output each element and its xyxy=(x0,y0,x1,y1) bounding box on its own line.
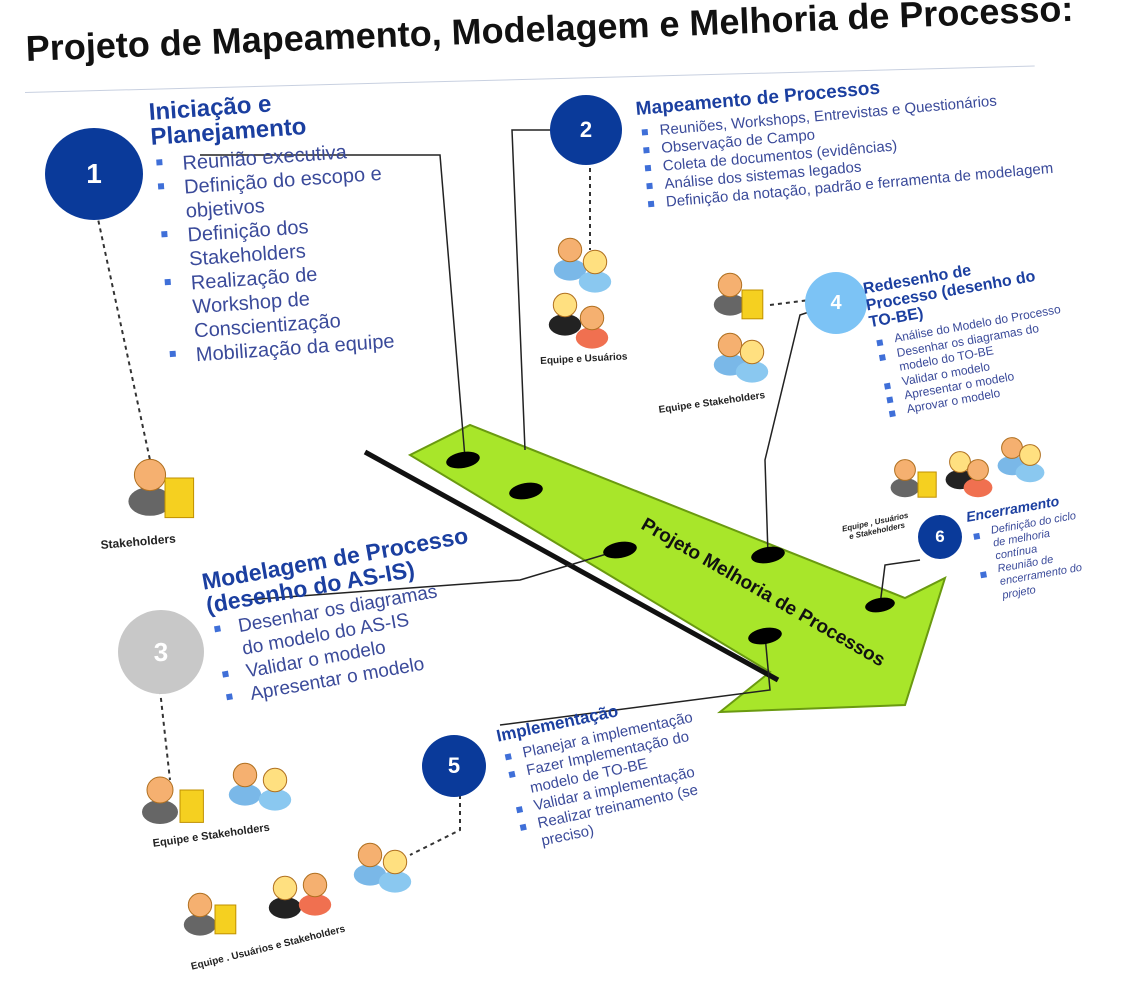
connector-2 xyxy=(511,129,555,451)
arrow-shadow-line xyxy=(363,449,780,683)
milestone-dot xyxy=(603,541,637,559)
team-member-icon xyxy=(553,237,587,281)
step-6-badge: 6 xyxy=(918,515,962,559)
connector-6 xyxy=(879,559,921,606)
step-5-badge: 5 xyxy=(422,735,486,797)
user-icon xyxy=(298,872,332,916)
dashed-link-3 xyxy=(159,689,171,781)
user-icon xyxy=(268,875,302,919)
team-member-icon xyxy=(228,762,262,806)
user-icon xyxy=(575,305,609,349)
milestone-dot xyxy=(865,597,895,613)
folder-icon xyxy=(917,471,937,498)
dashed-link-1 xyxy=(94,204,151,461)
stakeholder-icon xyxy=(890,459,920,498)
team-member-icon xyxy=(735,339,769,383)
folder-icon xyxy=(741,289,764,320)
team-member-icon xyxy=(258,767,292,811)
dashed-link-5 xyxy=(409,795,461,856)
team-member-icon xyxy=(353,842,387,886)
step-4-badge: 4 xyxy=(805,272,867,334)
stakeholder-icon xyxy=(183,892,217,936)
dashed-link-4 xyxy=(769,299,811,306)
milestone-dot xyxy=(748,627,782,645)
step-3-badge: 3 xyxy=(118,610,204,694)
user-icon xyxy=(963,459,993,498)
team-member-icon xyxy=(1015,444,1045,483)
connector-3 xyxy=(244,549,621,601)
folder-icon xyxy=(214,904,237,935)
team-member-icon xyxy=(713,332,747,376)
team-member-icon xyxy=(378,849,412,893)
step-6-block: Encerramento Definição do ciclo de melho… xyxy=(965,489,1100,606)
milestone-dot xyxy=(751,546,785,564)
connector-5 xyxy=(499,634,771,726)
milestone-dot xyxy=(509,482,543,500)
stakeholder-icon xyxy=(713,272,747,316)
folder-icon xyxy=(179,789,204,823)
step-1-block: Iniciação e Planejamento Reunião executi… xyxy=(148,82,426,370)
stakeholder-icon xyxy=(142,776,178,824)
step-1-badge: 1 xyxy=(45,128,143,220)
step-2-badge: 2 xyxy=(550,95,622,165)
project-arrow xyxy=(407,423,947,714)
stakeholder-icon xyxy=(128,458,172,516)
team-member-icon xyxy=(578,249,612,293)
milestone-dot xyxy=(446,451,480,469)
folder-icon xyxy=(164,477,195,519)
connector-4 xyxy=(764,304,831,556)
user-icon xyxy=(548,292,582,336)
